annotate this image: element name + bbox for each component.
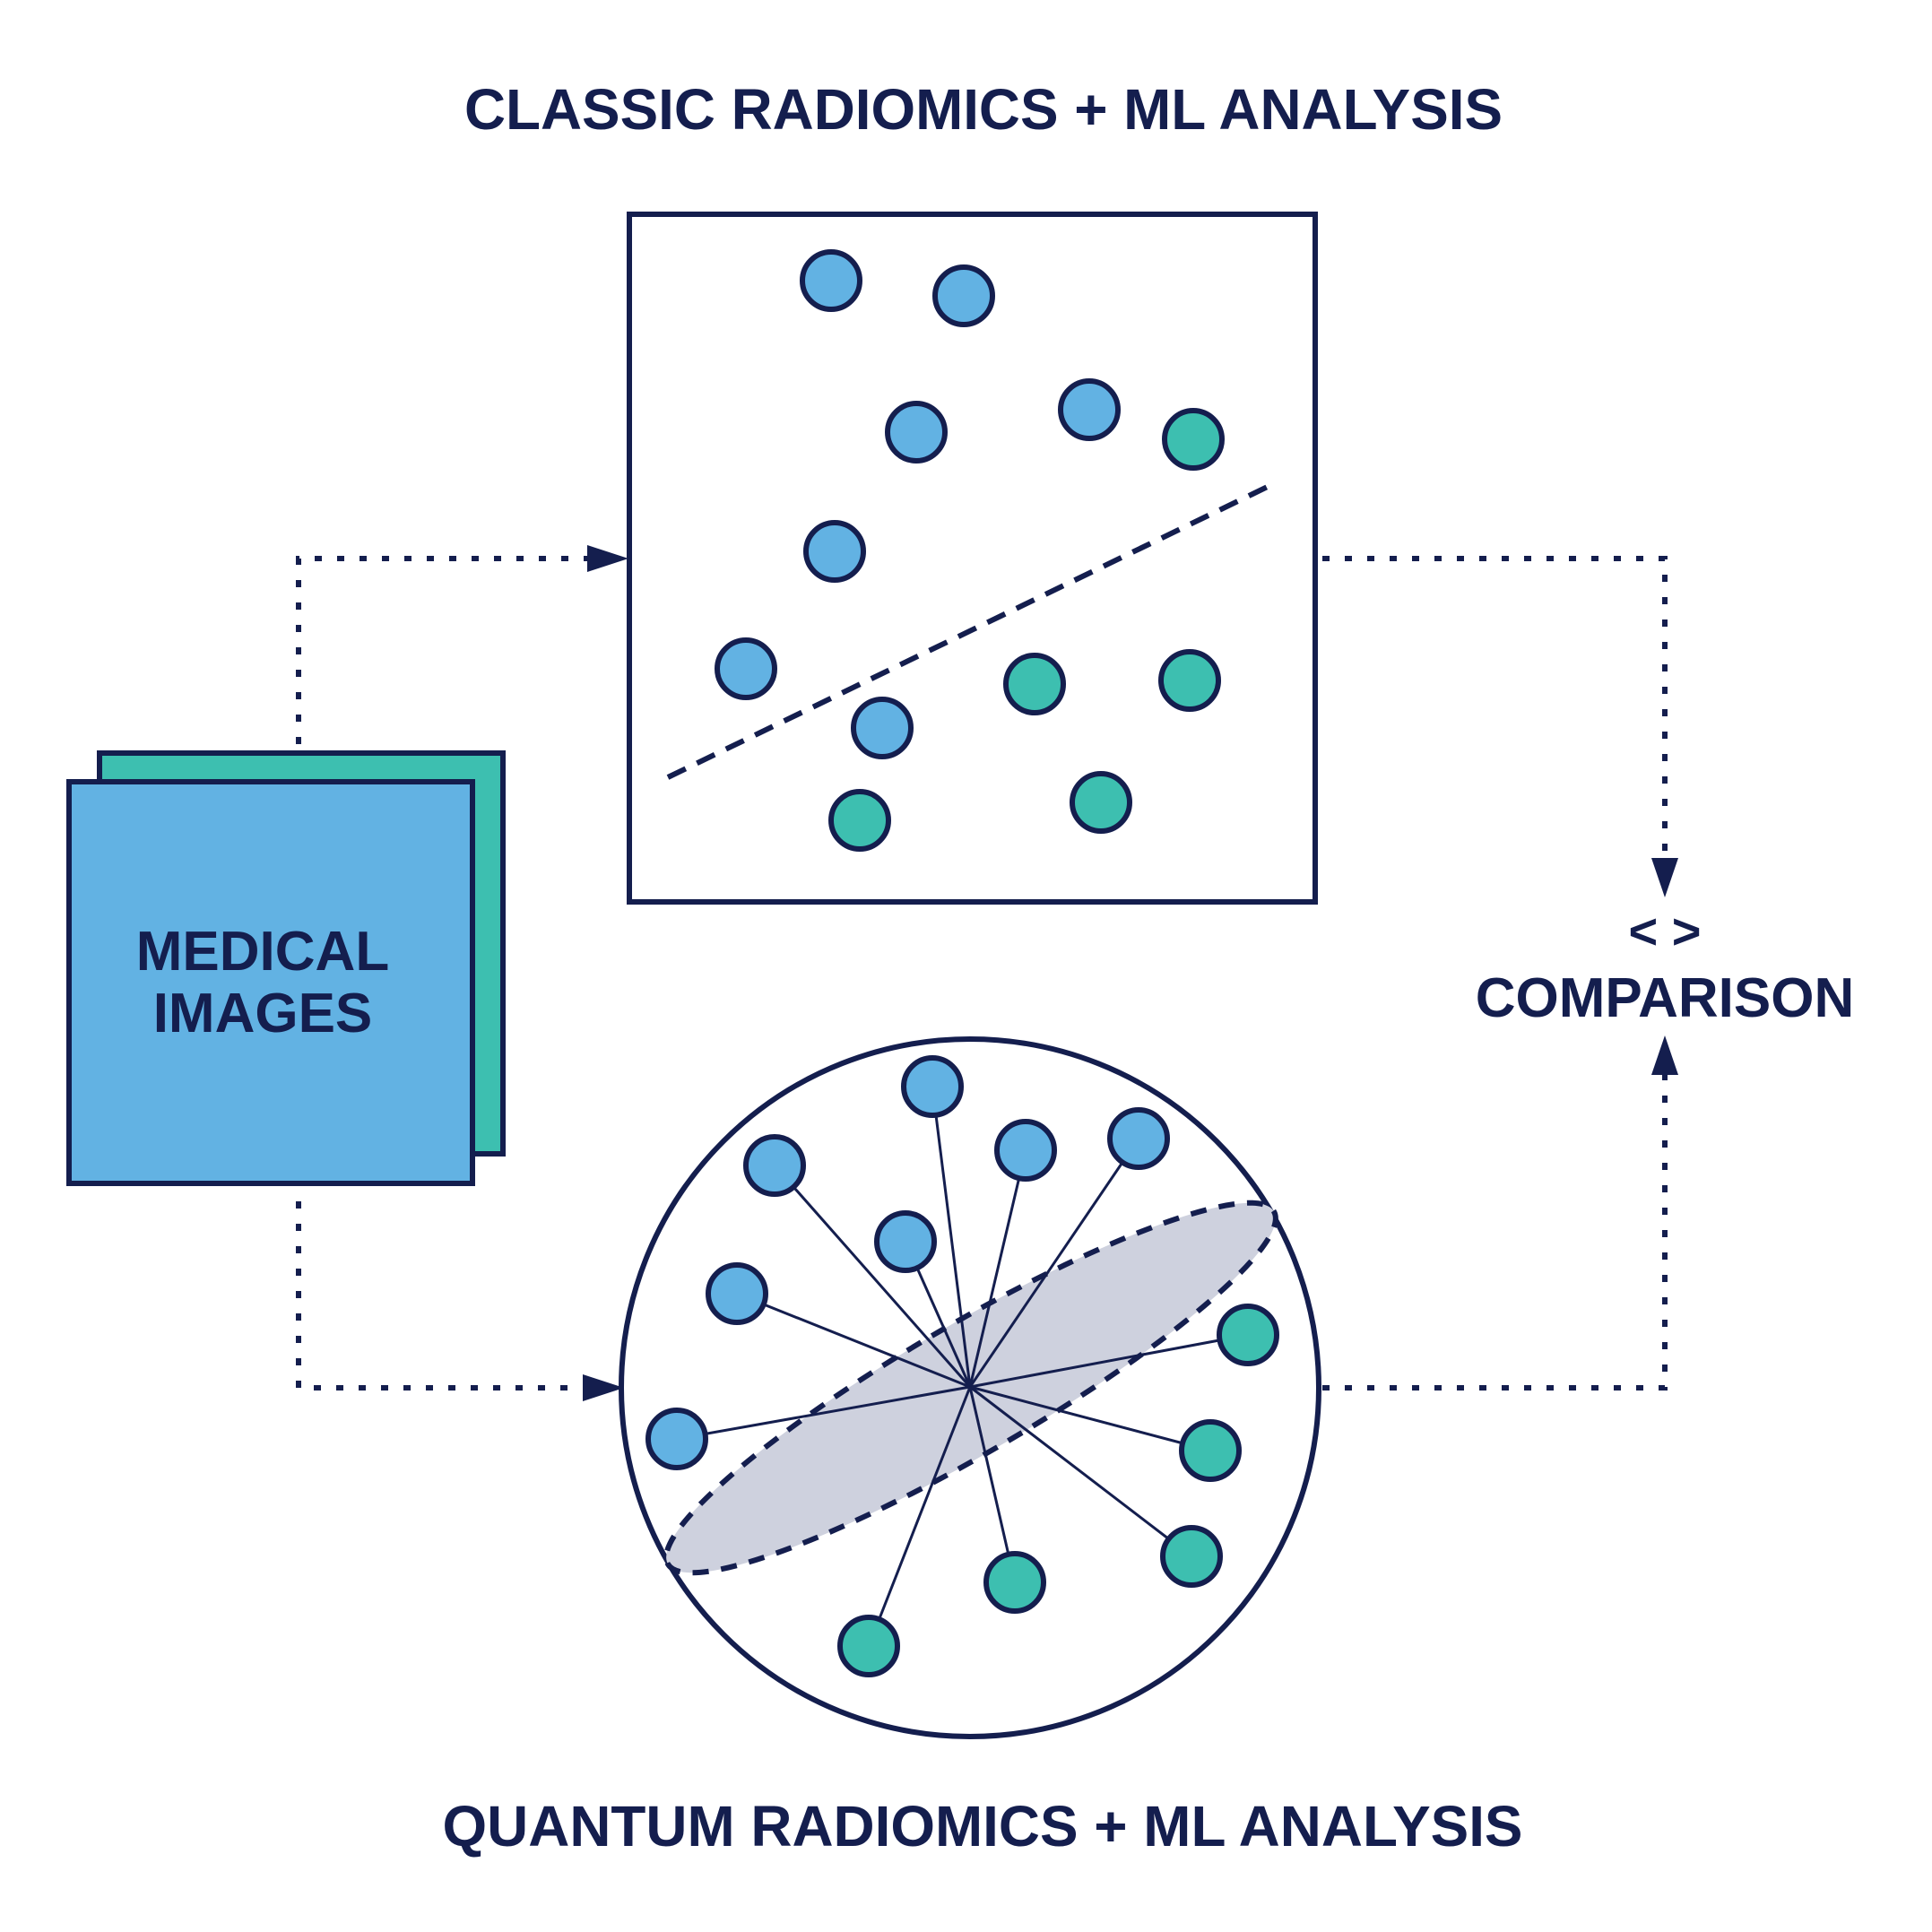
quantum-spoke (969, 1385, 1192, 1558)
comparison-label: COMPARISON (1476, 967, 1855, 1029)
connector-input-to-quantum (296, 1201, 587, 1391)
connector-input-to-classic (296, 556, 592, 744)
classic-point-blue (715, 637, 777, 700)
quantum-spoke (867, 1386, 972, 1647)
image-card-front (66, 779, 475, 1186)
classic-points (715, 249, 1225, 852)
classic-panel-frame (627, 212, 1318, 905)
quantum-point-blue (1107, 1107, 1170, 1170)
quantum-point-blue (874, 1210, 937, 1273)
medical-images-label-line1: MEDICAL (136, 921, 389, 983)
quantum-point-teal (1179, 1419, 1242, 1482)
quantum-spoke (969, 1333, 1249, 1389)
classic-point-blue (803, 520, 866, 583)
classic-point-teal (1162, 408, 1225, 471)
comparison-symbol: < > (1629, 903, 1702, 959)
decision-boundary (666, 481, 1277, 780)
arrow-up-to-comparison-icon (1651, 1035, 1678, 1075)
quantum-points (645, 1055, 1279, 1677)
quantum-panel (619, 1036, 1321, 1739)
arrow-to-quantum-icon (583, 1374, 624, 1401)
classic-point-blue (932, 264, 995, 327)
classic-point-teal (828, 789, 891, 852)
classic-point-teal (1070, 771, 1132, 834)
quantum-point-teal (1217, 1304, 1279, 1366)
classic-point-blue (885, 401, 948, 464)
connector-classic-to-comparison (1322, 556, 1668, 865)
classic-panel (627, 212, 1318, 905)
quantum-spoke (736, 1292, 971, 1389)
classic-point-blue (800, 249, 862, 312)
quantum-point-blue (645, 1408, 708, 1470)
quantum-spoke (969, 1385, 1211, 1452)
medical-images-stack: MEDICAL IMAGES (66, 750, 506, 1186)
classic-point-blue (851, 697, 914, 759)
quantum-spoke (931, 1086, 972, 1388)
quantum-point-blue (743, 1134, 806, 1197)
quantum-point-teal (837, 1615, 900, 1677)
classic-point-blue (1058, 378, 1121, 441)
quantum-spoke (773, 1165, 972, 1388)
connector-quantum-to-comparison (1322, 1071, 1668, 1391)
quantum-spoke (968, 1138, 1140, 1388)
quantum-point-teal (983, 1551, 1046, 1614)
arrow-to-classic-icon (587, 545, 628, 572)
quantum-spoke (676, 1385, 971, 1441)
quantum-spoke (968, 1149, 1027, 1388)
quantum-point-blue (706, 1262, 768, 1325)
arrow-down-to-comparison-icon (1651, 858, 1678, 897)
connectors (296, 556, 1668, 1391)
classic-point-teal (1003, 653, 1066, 715)
classic-point-teal (1158, 649, 1221, 712)
medical-images-label-line2: IMAGES (153, 983, 373, 1044)
quantum-title: QUANTUM RADIOMICS + ML ANALYSIS (443, 1794, 1523, 1858)
classic-title: CLASSIC RADIOMICS + ML ANALYSIS (464, 77, 1503, 142)
quantum-point-teal (1160, 1525, 1223, 1588)
quantum-spoke (968, 1386, 1017, 1583)
quantum-point-blue (901, 1055, 964, 1118)
quantum-point-blue (994, 1119, 1057, 1182)
quantum-spokes (676, 1086, 1249, 1647)
